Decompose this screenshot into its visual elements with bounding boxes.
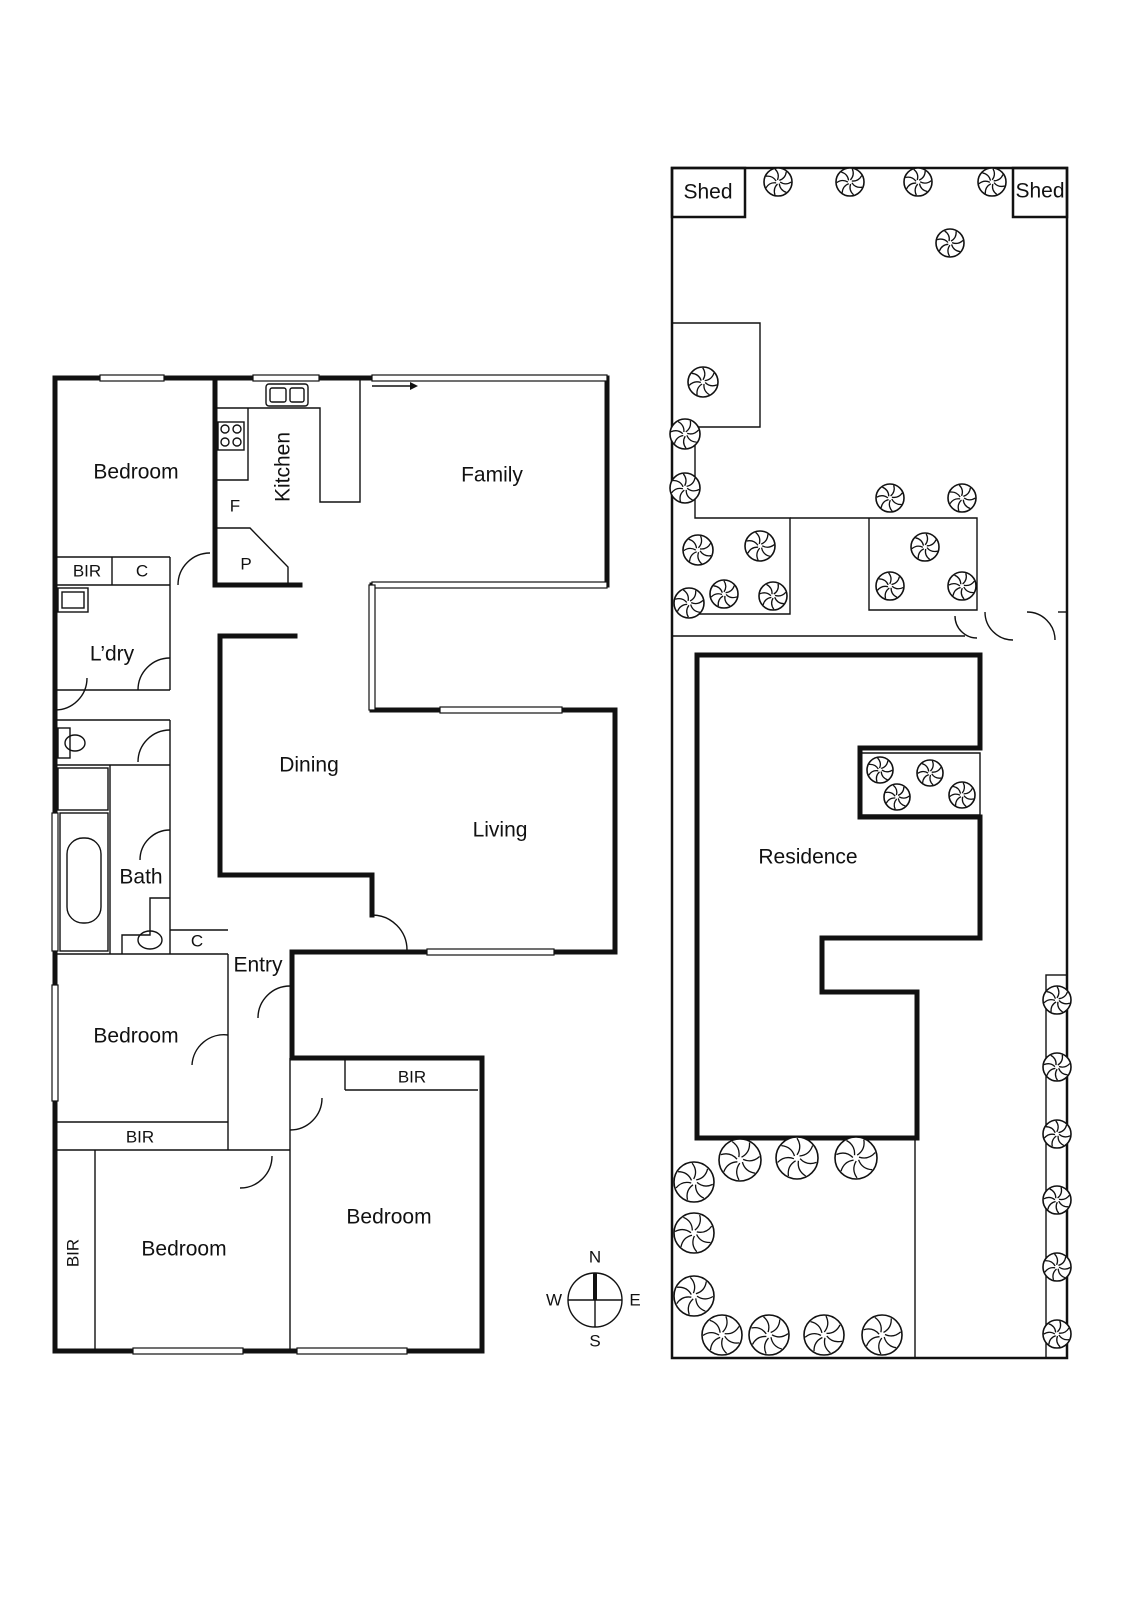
- room-label-bedroom-se: Bedroom: [346, 1206, 431, 1229]
- tree-icon: [687, 366, 719, 398]
- room-label-cupboard-nw: C: [136, 561, 148, 580]
- site-garden-beds: [672, 322, 1068, 1359]
- tree-icon: [673, 1161, 715, 1203]
- tree-icon: [947, 483, 977, 513]
- residence-label: Residence: [758, 846, 857, 869]
- tree-icon: [748, 1314, 790, 1356]
- room-label-bedroom-sw: Bedroom: [141, 1238, 226, 1261]
- compass-north: N: [589, 1247, 601, 1266]
- room-label-living: Living: [473, 819, 528, 842]
- room-labels: Bedroom Kitchen Family F P BIR C L’dry D…: [63, 432, 527, 1267]
- tree-icon: [875, 483, 905, 513]
- room-label-bedroom-w: Bedroom: [93, 1025, 178, 1048]
- tree-icon: [701, 1314, 743, 1356]
- tree-icon: [682, 534, 714, 566]
- residence-footprint: [694, 652, 983, 1141]
- room-label-bath: Bath: [119, 866, 162, 889]
- tree-icon: [835, 167, 865, 197]
- floor-plan: Bedroom Kitchen Family F P BIR C L’dry D…: [51, 374, 618, 1355]
- tree-icon: [947, 571, 977, 601]
- windows: [51, 374, 608, 1355]
- room-label-fridge: F: [230, 496, 240, 515]
- tree-icon: [709, 579, 739, 609]
- site-plan: Shed Shed Residence: [669, 166, 1072, 1360]
- tree-icon: [803, 1314, 845, 1356]
- tree-icon: [866, 756, 894, 784]
- room-label-entry: Entry: [233, 954, 283, 977]
- tree-icon: [834, 1136, 878, 1180]
- compass-east: E: [629, 1290, 640, 1309]
- tree-icon: [1042, 1252, 1072, 1282]
- room-label-kitchen: Kitchen: [272, 432, 295, 502]
- site-boundary: [670, 166, 1069, 1360]
- room-label-dining: Dining: [279, 754, 339, 777]
- tree-icon: [1042, 1052, 1072, 1082]
- interior-partitions: [55, 378, 478, 1351]
- room-label-family: Family: [461, 464, 523, 487]
- room-label-pantry: P: [240, 554, 251, 573]
- tree-icon: [763, 167, 793, 197]
- shed-left-label: Shed: [683, 181, 732, 204]
- site-trees: [669, 167, 1072, 1356]
- room-label-bedroom-nw: Bedroom: [93, 461, 178, 484]
- tree-icon: [673, 1212, 715, 1254]
- tree-icon: [977, 167, 1007, 197]
- tree-icon: [861, 1314, 903, 1356]
- shed-right: [1011, 166, 1069, 219]
- tree-icon: [744, 530, 776, 562]
- room-label-bir-w: BIR: [126, 1127, 154, 1146]
- room-label-bir-sw: BIR: [63, 1239, 82, 1267]
- tree-icon: [910, 532, 940, 562]
- shed-right-label: Shed: [1015, 180, 1064, 203]
- room-label-bir-nw: BIR: [73, 561, 101, 580]
- tree-icon: [903, 167, 933, 197]
- compass-west: W: [546, 1290, 562, 1309]
- tree-icon: [948, 781, 976, 809]
- tree-icon: [883, 783, 911, 811]
- tree-icon: [935, 228, 965, 258]
- room-label-bir-se: BIR: [398, 1067, 426, 1086]
- tree-icon: [669, 418, 701, 450]
- floor-plan-walls: [52, 375, 618, 1354]
- tree-icon: [758, 581, 788, 611]
- tree-icon: [669, 472, 701, 504]
- tree-icon: [875, 571, 905, 601]
- room-label-cupboard-hall: C: [191, 931, 203, 950]
- door-swings: [54, 552, 408, 1189]
- compass-south: S: [589, 1331, 600, 1350]
- room-label-laundry: L’dry: [90, 643, 135, 666]
- tree-icon: [775, 1136, 819, 1180]
- tree-icon: [718, 1138, 762, 1182]
- tree-icon: [916, 759, 944, 787]
- tree-icon: [673, 587, 705, 619]
- compass: N S E W: [546, 1247, 641, 1350]
- tree-icon: [1042, 1319, 1072, 1349]
- tree-icon: [1042, 1119, 1072, 1149]
- tree-icon: [673, 1275, 715, 1317]
- shed-left: [670, 166, 747, 219]
- tree-icon: [1042, 1185, 1072, 1215]
- tree-icon: [1042, 985, 1072, 1015]
